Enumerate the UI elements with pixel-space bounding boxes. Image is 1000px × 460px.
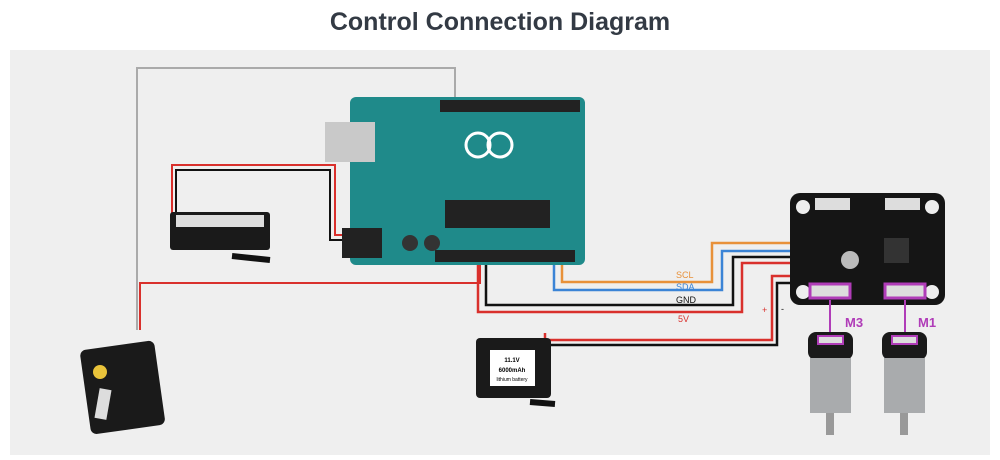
motor-driver-board bbox=[790, 193, 945, 305]
diagram-title: Control Connection Diagram bbox=[329, 8, 671, 36]
5v-wire bbox=[476, 261, 795, 314]
m1-label: M1 bbox=[918, 315, 936, 330]
5v-label: 5V bbox=[678, 314, 689, 324]
servo-power-wire bbox=[139, 265, 481, 330]
gnd-label: GND bbox=[676, 295, 697, 305]
arduino-board bbox=[325, 97, 585, 265]
plus-label: + bbox=[762, 305, 767, 315]
scl-wire bbox=[560, 241, 795, 284]
minus-label: - bbox=[781, 304, 784, 314]
motor-m1 bbox=[882, 332, 927, 435]
sda-wire bbox=[552, 249, 795, 292]
m3-label: M3 bbox=[845, 315, 863, 330]
adapter-wire-red bbox=[171, 164, 345, 236]
servo-motor bbox=[80, 340, 165, 434]
servo-signal-wire bbox=[136, 67, 456, 330]
scl-label: SCL bbox=[676, 270, 694, 280]
motor-m3 bbox=[808, 332, 853, 435]
lithium-battery: 11.1V 6000mAh lithium battery bbox=[476, 338, 556, 407]
battery-capacity-label: 6000mAh bbox=[499, 368, 526, 374]
battery-type-label: lithium battery bbox=[496, 377, 528, 383]
adapter-wire-black bbox=[175, 169, 345, 241]
sda-label: SDA bbox=[676, 282, 695, 292]
battery-plus-wire bbox=[543, 274, 795, 342]
battery-voltage-label: 11.1V bbox=[504, 358, 519, 364]
gnd-wire bbox=[484, 255, 795, 307]
power-adapter bbox=[170, 212, 271, 263]
